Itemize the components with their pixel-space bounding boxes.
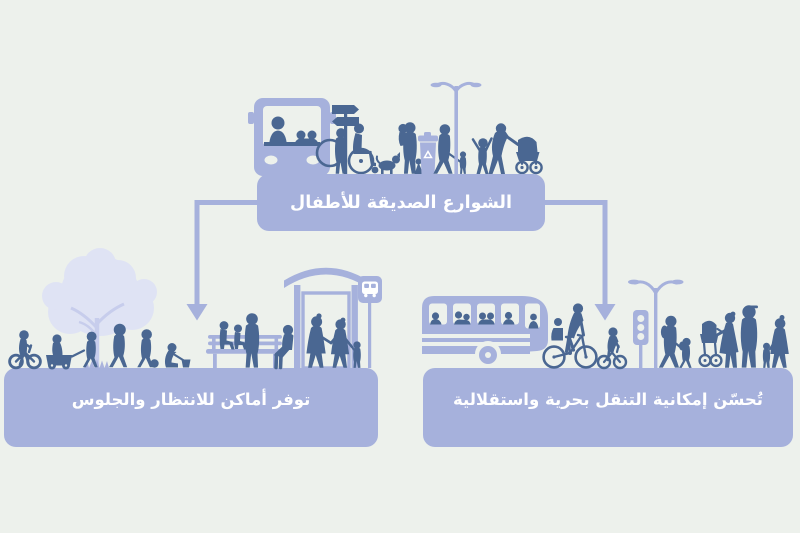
walking-parent-child-icon <box>658 315 692 368</box>
mother-child-icon <box>762 315 789 368</box>
recycle-bin-icon <box>418 132 438 174</box>
branch-caption-mobility: تُحسّن إمكانية التنقل بحرية واستقلالية <box>453 390 763 409</box>
crouching-child-bucket-icon <box>164 343 191 368</box>
mobility-scene <box>422 279 789 370</box>
bus-front-icon <box>248 98 336 176</box>
arrow-right <box>541 200 616 321</box>
branch-panel-seating: توفر أماكن للانتظار والجلوس <box>4 368 378 447</box>
street-lamp-icon <box>430 81 482 174</box>
children-on-bench-icon <box>219 321 247 350</box>
tree-icon <box>42 248 157 368</box>
dog-icon <box>375 152 400 175</box>
balance-bike-child-icon <box>8 330 42 370</box>
branch-panel-mobility: تُحسّن إمكانية التنقل بحرية واستقلالية <box>423 368 793 447</box>
bus-shelter-icon <box>284 267 368 370</box>
child-ball-icon <box>137 329 159 368</box>
jumping-child-icon <box>471 137 493 174</box>
wheelchair-person-icon <box>347 123 379 175</box>
traffic-light-icon <box>633 310 649 368</box>
city-bus-side-icon <box>422 296 548 367</box>
bus-stop-sign-icon <box>358 276 382 368</box>
title-box: الشوارع الصديقة للأطفال <box>257 174 545 231</box>
child-cyclist-icon <box>596 327 628 370</box>
arrow-left <box>186 200 261 321</box>
family-holding-hands-icon <box>306 313 361 368</box>
street-lamp-icon <box>628 279 684 368</box>
seated-woman-icon <box>274 324 294 370</box>
parent-carrying-child-icon <box>398 122 417 174</box>
hoop-child-icon <box>315 128 347 174</box>
tall-man-icon <box>740 305 758 368</box>
parent-stroller-icon <box>488 123 543 175</box>
top-street-scene <box>248 81 543 176</box>
mother-stroller-icon <box>698 311 739 368</box>
sitting-dog-icon <box>414 158 424 174</box>
wagon-children-icon <box>46 331 98 370</box>
seating-scene <box>8 248 382 370</box>
title-label: الشوارع الصديقة للأطفال <box>290 192 512 213</box>
branch-caption-seating: توفر أماكن للانتظار والجلوس <box>71 390 311 409</box>
adult-cyclist-child-seat-icon <box>542 303 598 369</box>
